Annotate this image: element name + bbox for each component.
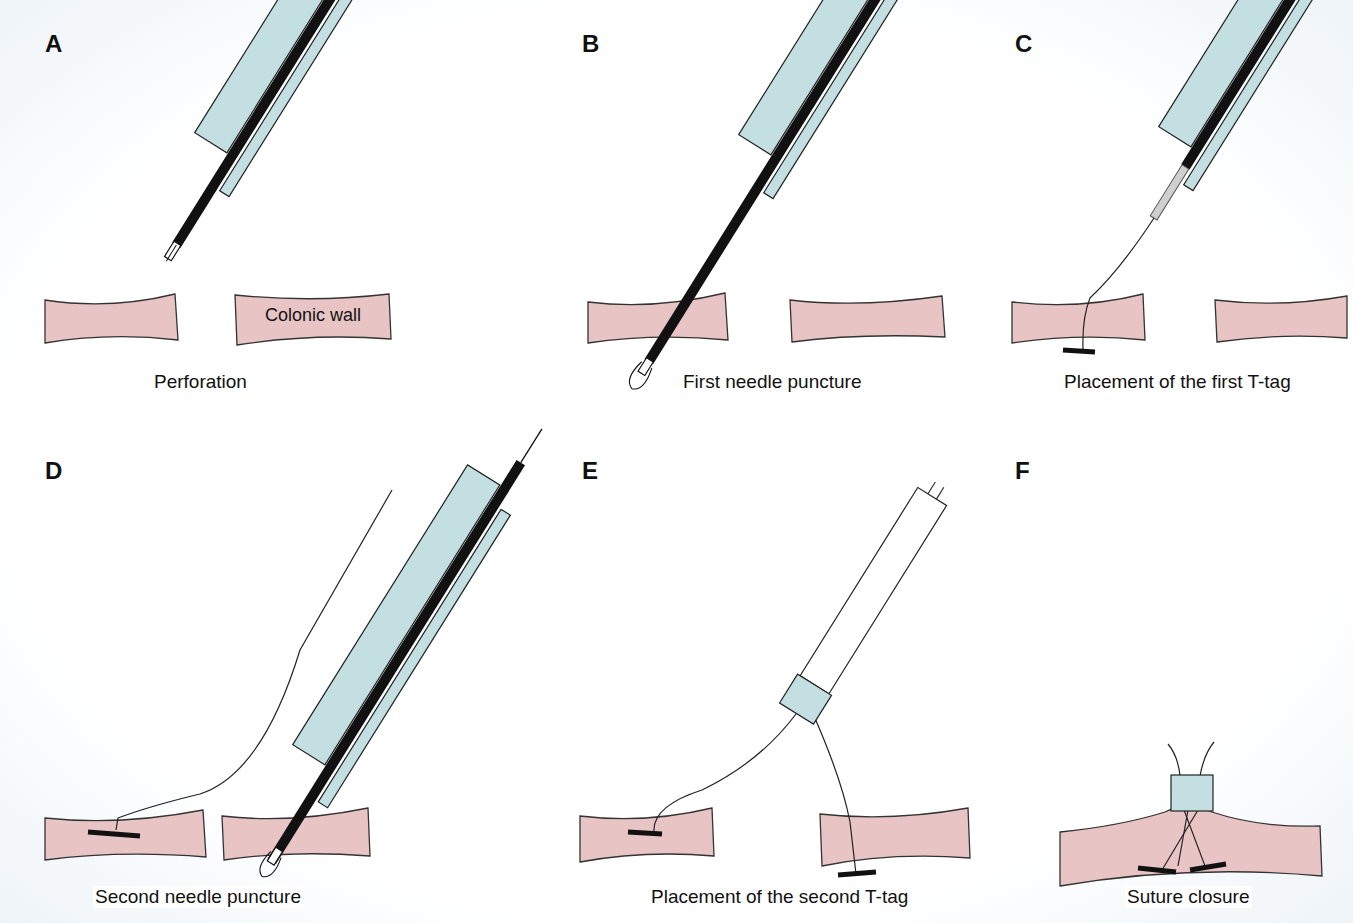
endoscope [1116,0,1353,228]
suture-thread [1083,218,1154,349]
colonic-wall [45,293,1347,886]
panel-letter: F [1015,457,1030,485]
endoscope [225,405,558,886]
panel-letter: D [45,457,62,485]
panel-letter: E [582,457,598,485]
suture-thread [1162,742,1214,870]
panel-letter: A [45,30,62,58]
step-caption: Placement of the first T-tag [1062,371,1293,393]
step-caption: Perforation [152,371,249,393]
cinch-knot [1171,775,1213,811]
endoscope [129,0,471,271]
t-tag [838,872,876,875]
endoscope [595,0,1015,399]
suture-thread [654,714,796,832]
step-caption: Second needle puncture [93,886,303,908]
t-tag [628,832,662,834]
t-tag [1063,350,1095,352]
step-caption: First needle puncture [681,371,864,393]
suture-thread [814,716,856,874]
t-tag [88,832,140,836]
wall-label: Colonic wall [233,305,393,326]
panel-letter: C [1015,30,1032,58]
t-tag [1138,868,1176,872]
cinching-device [780,474,957,724]
colonic-wall: Colonic wall [233,289,393,347]
step-caption: Suture closure [1125,886,1252,908]
panel-letter: B [582,30,599,58]
t-tag [1190,864,1226,870]
step-caption: Placement of the second T-tag [649,886,910,908]
